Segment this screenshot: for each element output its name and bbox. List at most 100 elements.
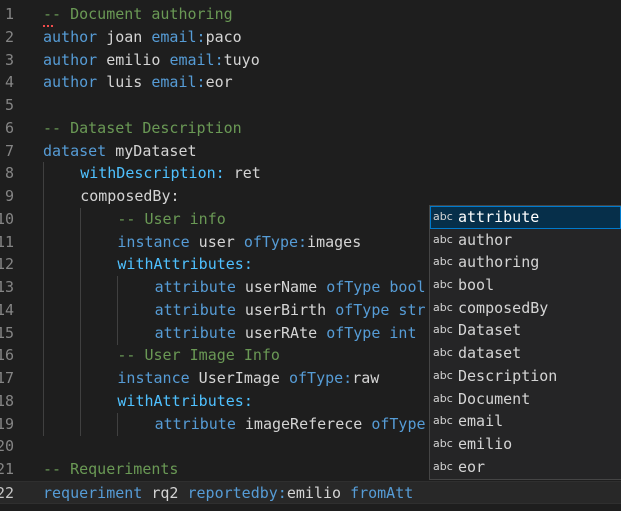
code-text: attribute userBirth ofType str [155, 299, 426, 322]
suggestion-label: bool [458, 276, 495, 295]
text-suggestion-icon: abc [433, 459, 453, 473]
suggestion-item[interactable]: abc Dataset [430, 319, 621, 342]
indent-guide [43, 367, 44, 390]
code-token: userName [235, 278, 327, 296]
code-token: attribute [154, 414, 236, 433]
code-token: ofType [326, 323, 381, 342]
line-number: 15 [0, 323, 14, 342]
code-token: user [189, 232, 244, 251]
code-text: instance user ofType:images [117, 231, 361, 254]
text-suggestion-icon: abc [433, 278, 453, 292]
indent-guide [43, 298, 44, 322]
line-number: 8 [4, 164, 14, 183]
code-line[interactable]: 2 author joan email:paco [0, 26, 621, 49]
code-token: emilio [97, 50, 170, 69]
suggestion-label: eor [458, 457, 486, 476]
indent-guide [117, 276, 119, 299]
code-line[interactable]: 20 [0, 435, 621, 458]
code-line[interactable]: 16-- User Image Info [0, 344, 621, 368]
code-token: -- Requeriments [43, 460, 179, 478]
code-token: myDataset [106, 141, 197, 160]
indent-guide [80, 344, 82, 368]
indent-guide [80, 276, 82, 299]
indent-guide [117, 298, 119, 322]
code-token: requeriment [43, 483, 143, 502]
code-token: ret [224, 164, 261, 183]
code-text: composedBy: [80, 185, 179, 208]
line-number: 20 [0, 437, 14, 456]
code-token: ofType: [288, 369, 353, 387]
line-number: 18 [0, 391, 14, 410]
code-line[interactable]: 1-- Document authoring [0, 3, 621, 27]
text-suggestion-icon: abc [433, 346, 453, 360]
suggestion-label: email [458, 412, 504, 431]
code-text: -- Requeriments [43, 458, 178, 481]
code-line[interactable]: 6-- Dataset Description [0, 117, 621, 140]
code-token: composedBy: [80, 187, 180, 205]
code-token: -- User info [117, 209, 226, 228]
code-token: email: [151, 27, 206, 46]
line-number: 21 [0, 460, 14, 478]
suggestion-label: composedBy [458, 298, 549, 317]
line-number: 13 [0, 278, 14, 296]
code-token: author [43, 50, 98, 69]
indent-guide [43, 185, 44, 208]
code-line[interactable]: 10-- User info [0, 207, 621, 231]
indent-guide [43, 389, 44, 413]
code-token: instance [117, 232, 190, 251]
line-number: 1 [4, 5, 14, 23]
code-token: reportedby: [187, 483, 287, 502]
indent-guide [43, 162, 44, 186]
code-token: rq2 [142, 483, 188, 502]
code-line[interactable]: 21 -- Requeriments [0, 458, 621, 481]
suggestion-label: emilio [458, 434, 513, 453]
code-token: attribute [154, 300, 236, 319]
code-token: UserImage [189, 369, 289, 387]
code-token: author [43, 73, 98, 92]
line-number: 22 [0, 483, 14, 502]
indent-guide [43, 230, 44, 254]
line-number: 2 [4, 27, 14, 46]
code-line[interactable]: 15 attribute userRAte ofType int [0, 321, 621, 345]
text-suggestion-icon: abc [433, 232, 453, 246]
code-line[interactable]: 5 [0, 94, 621, 117]
code-line[interactable]: 22 requeriment rq2 reportedby:emilio from… [0, 480, 621, 505]
line-number: 19 [0, 414, 14, 433]
code-token: instance [117, 369, 190, 387]
line-number: 16 [0, 346, 14, 365]
code-line[interactable]: 18 withAttributes: [0, 389, 621, 413]
line-number: 7 [4, 141, 14, 160]
code-token: paco [205, 27, 242, 46]
code-text: requeriment rq2 reportedby:emilio fromAt… [43, 482, 413, 505]
line-number: 17 [0, 369, 14, 387]
text-suggestion-icon: abc [433, 323, 453, 337]
suggestion-label: Dataset [458, 321, 522, 340]
code-token: withAttributes: [117, 391, 253, 410]
code-text: attribute userRAte ofType int [155, 322, 417, 345]
code-text: author joan email:paco [43, 26, 242, 49]
